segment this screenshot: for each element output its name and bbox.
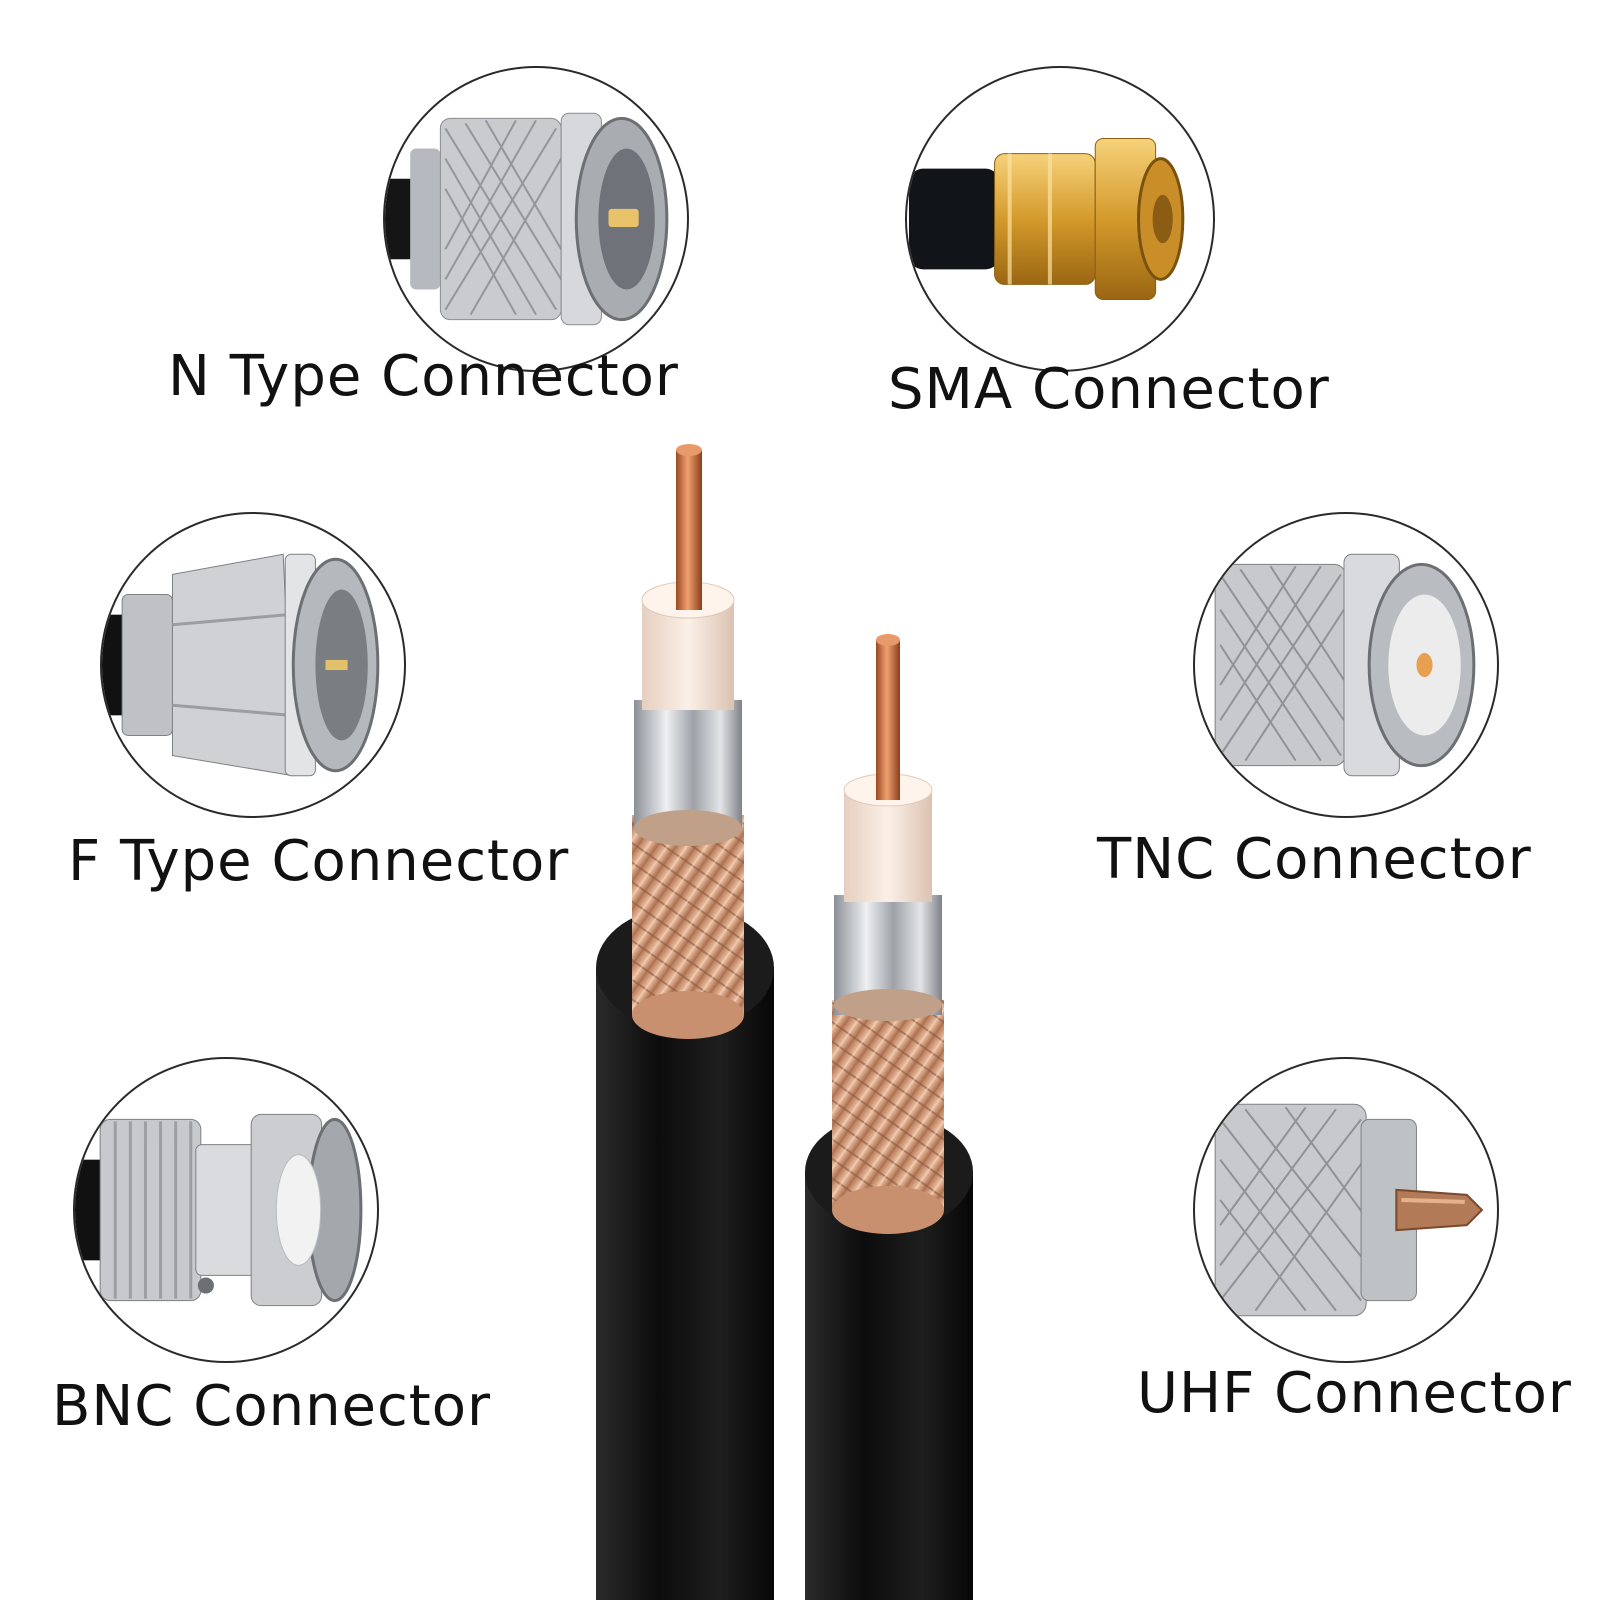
tnc-connector-image [1193, 512, 1499, 818]
uhf-connector-label: UHF Connector [1137, 1361, 1572, 1426]
f-type-connector-label: F Type Connector [68, 829, 570, 894]
n-type-connector-icon [385, 112, 669, 326]
tnc-connector-label: TNC Connector [1097, 827, 1532, 892]
bnc-connector-image [73, 1057, 379, 1363]
right-cable [805, 634, 973, 1600]
uhf-connector-icon [1214, 1103, 1484, 1317]
uhf-connector-image [1193, 1057, 1499, 1363]
f-type-connector-icon [102, 553, 380, 777]
n-type-connector-label: N Type Connector [168, 344, 679, 409]
n-type-connector-image [383, 66, 689, 372]
f-type-connector-image [100, 512, 406, 818]
sma-connector-label: SMA Connector [888, 357, 1330, 422]
tnc-connector-icon [1214, 553, 1476, 777]
bnc-connector-label: BNC Connector [52, 1374, 492, 1439]
sma-connector-icon [909, 137, 1185, 301]
left-cable [596, 444, 774, 1600]
bnc-connector-icon [75, 1113, 363, 1307]
sma-connector-image [905, 66, 1215, 372]
